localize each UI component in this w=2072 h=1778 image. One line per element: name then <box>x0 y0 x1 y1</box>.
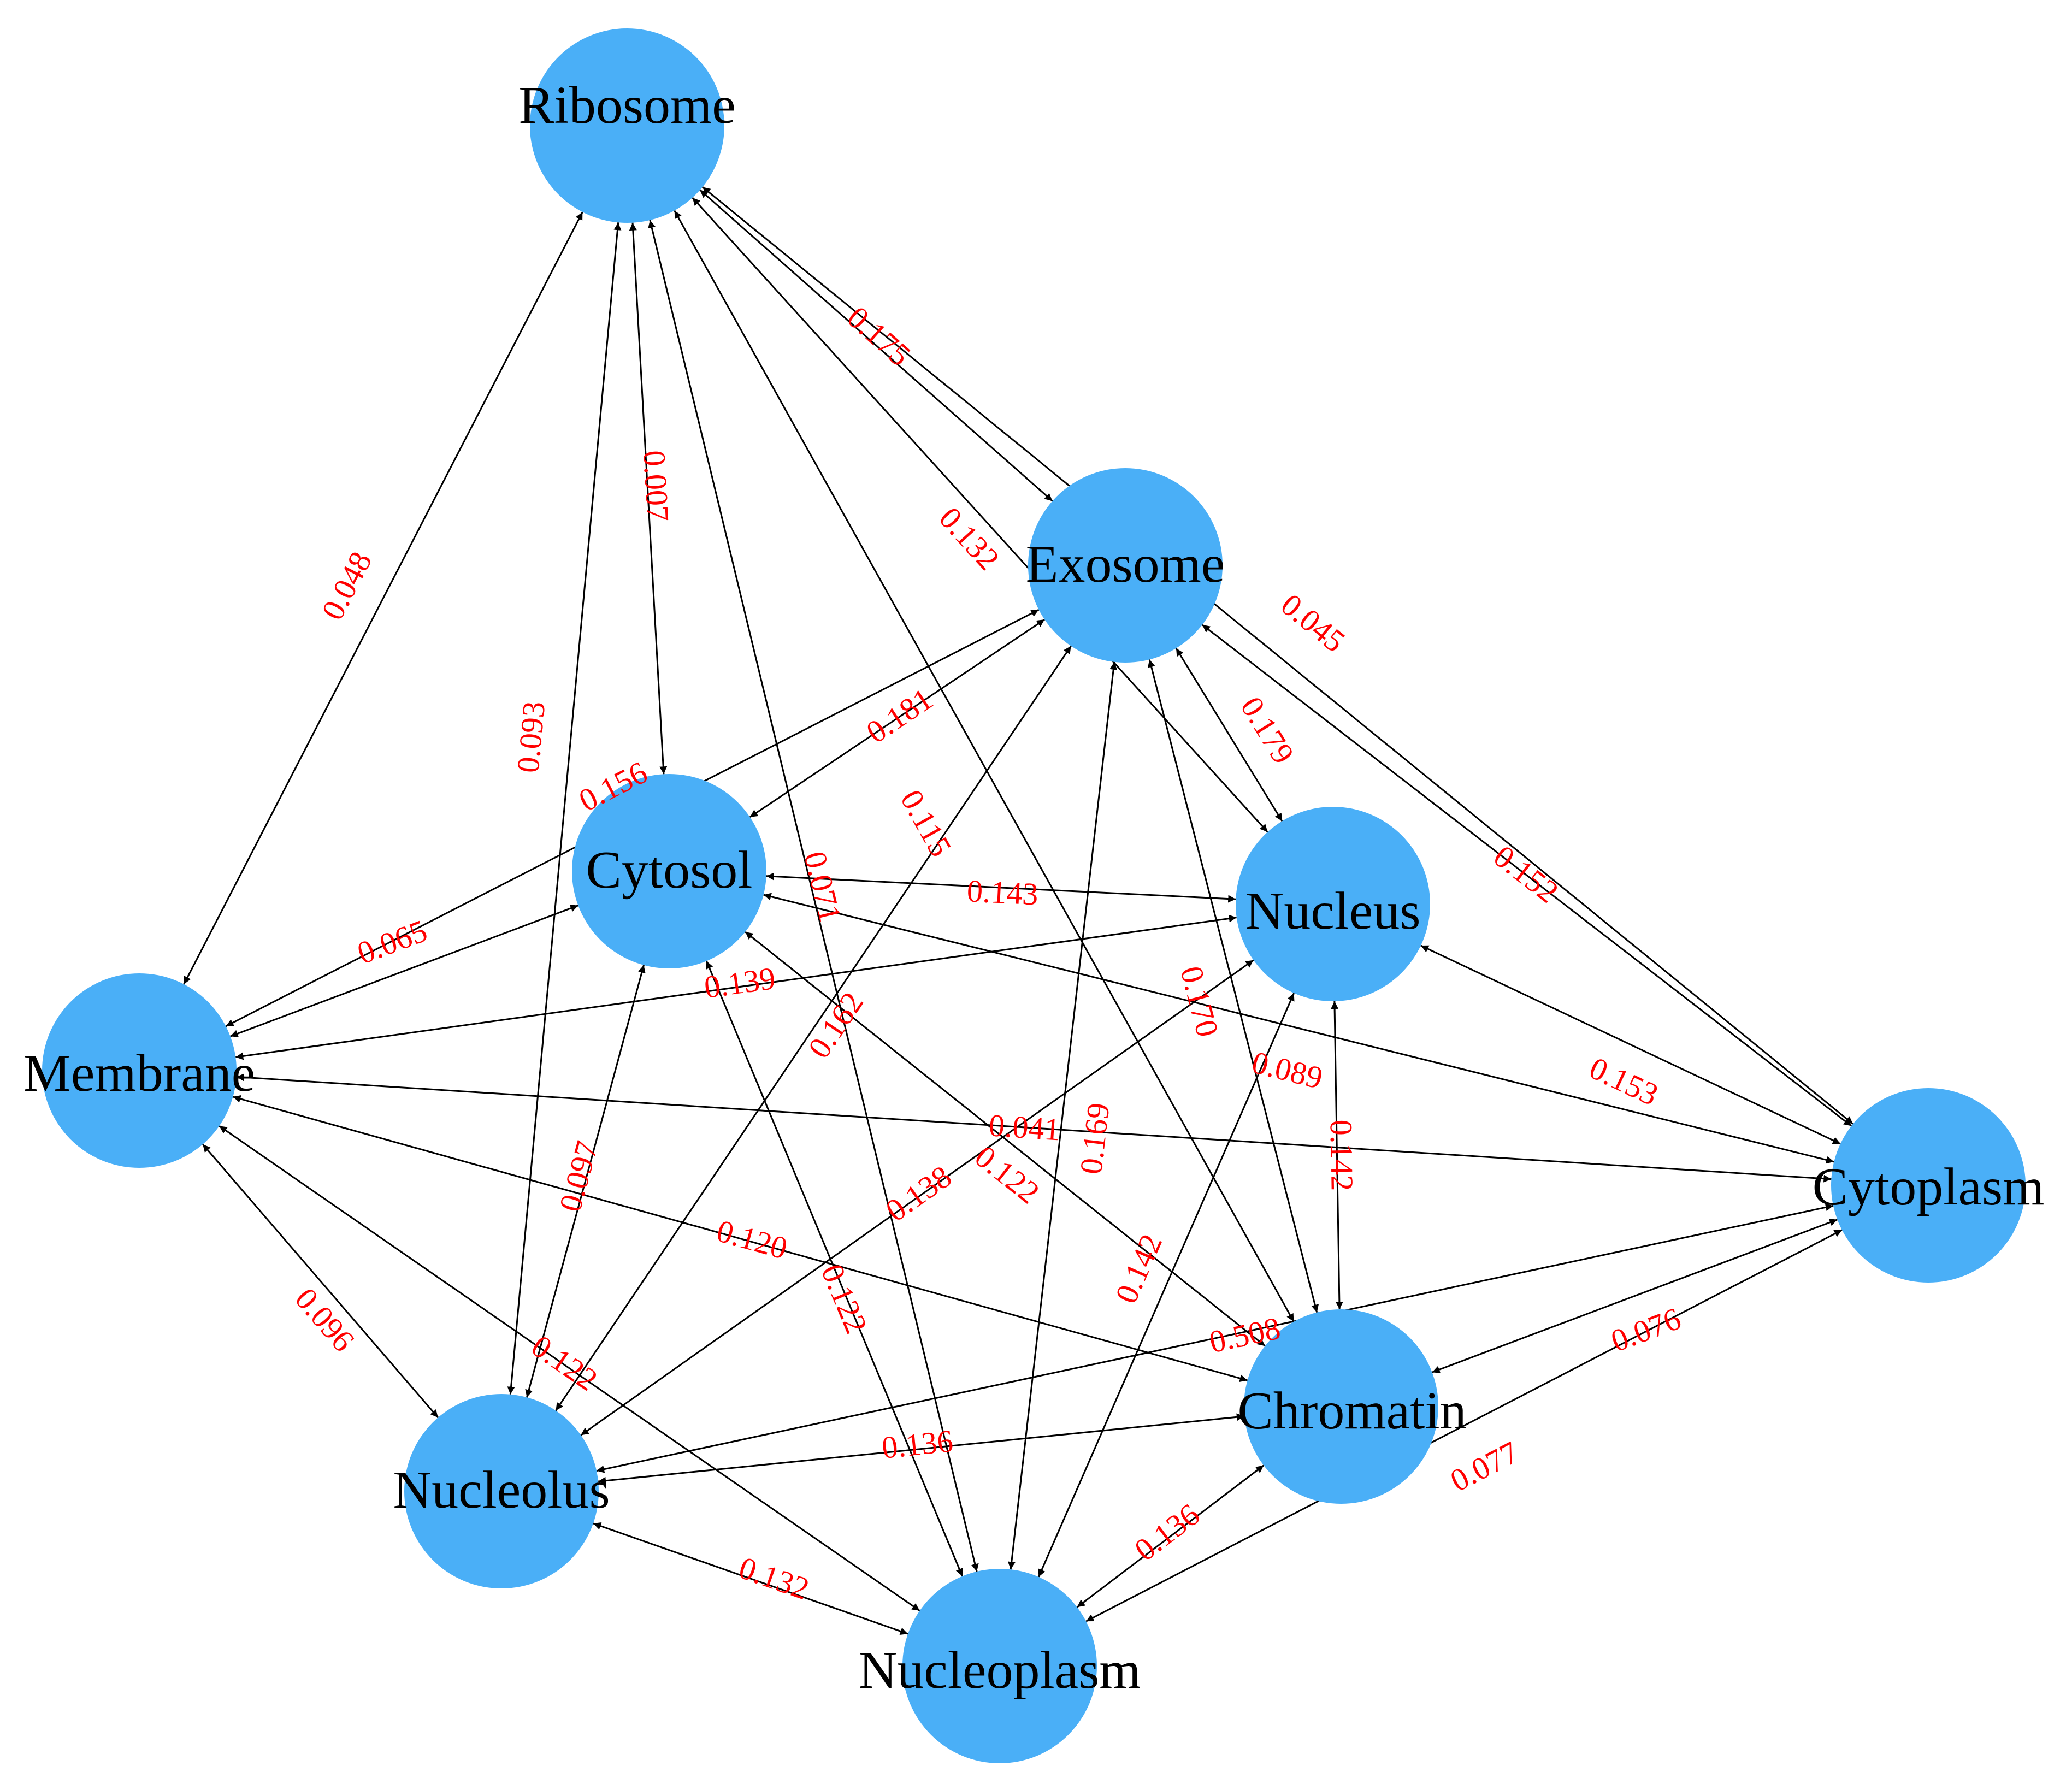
edge-weight-ribosome-membrane: 0.048 <box>315 546 379 625</box>
edge-chromatin-nucleoplasm <box>1076 1464 1265 1608</box>
edge-weight-chromatin-nucleoplasm: 0.136 <box>1128 1497 1206 1568</box>
edge-weight-membrane-nucleus: 0.139 <box>702 960 777 1005</box>
edge-weight-ribosome-nucleoplasm: 0.071 <box>797 848 848 925</box>
node-nucleolus <box>404 1394 599 1588</box>
node-label-cytosol: Cytosol <box>586 841 753 900</box>
edges-layer <box>183 186 1853 1635</box>
edge-weight-membrane-chromatin: 0.120 <box>713 1213 791 1266</box>
edge-weight-cytosol-nucleus: 0.143 <box>966 873 1040 912</box>
node-labels-layer: RibosomeExosomeCytosolNucleusMembraneCyt… <box>23 76 2045 1700</box>
edge-weight-cytosol-nucleoplasm: 0.122 <box>814 1259 875 1338</box>
edge-weight-ribosome-nucleus: 0.132 <box>932 500 1007 577</box>
edge-weight-ribosome-chromatin: 0.115 <box>894 784 959 863</box>
edge-weight-cytosol-nucleolus: 0.097 <box>552 1137 605 1215</box>
node-label-chromatin: Chromatin <box>1237 1381 1466 1440</box>
edge-nucleus-nucleoplasm <box>1037 993 1295 1578</box>
node-cytoplasm <box>1831 1088 2026 1283</box>
node-label-nucleolus: Nucleolus <box>393 1461 610 1520</box>
edge-chromatin-nucleolus <box>598 1413 1245 1485</box>
edge-weight-exosome-chromatin: 0.170 <box>1173 962 1225 1041</box>
node-label-cytoplasm: Cytoplasm <box>1813 1157 2045 1216</box>
edge-weight-ribosome-nucleolus: 0.093 <box>510 700 552 774</box>
node-label-nucleus: Nucleus <box>1245 882 1420 941</box>
edge-weight-ribosome-cytoplasm: 0.045 <box>1274 587 1352 659</box>
edge-weight-cytosol-membrane: 0.065 <box>352 913 432 971</box>
edge-weight-membrane-nucleolus: 0.096 <box>288 1281 362 1358</box>
node-label-nucleoplasm: Nucleoplasm <box>858 1641 1141 1700</box>
node-ribosome <box>530 28 724 223</box>
node-chromatin <box>1244 1309 1438 1504</box>
edge-weight-nucleolus-nucleoplasm: 0.132 <box>735 1550 814 1606</box>
edge-weight-cytosol-chromatin: 0.122 <box>969 1138 1047 1210</box>
node-nucleus <box>1236 807 1430 1001</box>
edge-membrane-nucleolus <box>202 1143 439 1419</box>
node-label-ribosome: Ribosome <box>518 76 735 135</box>
node-membrane <box>42 973 237 1168</box>
edge-nucleolus-nucleoplasm <box>593 1522 908 1635</box>
edge-weight-membrane-nucleoplasm: 0.122 <box>525 1328 604 1398</box>
edge-weight-membrane-cytoplasm: 0.041 <box>988 1107 1061 1147</box>
edge-weight-nucleus-chromatin: 0.142 <box>1324 1119 1360 1191</box>
edge-nucleus-cytoplasm <box>1420 944 1841 1145</box>
edge-weight-nucleus-nucleoplasm: 0.142 <box>1108 1229 1169 1309</box>
edge-weight-exosome-cytoplasm: 0.152 <box>1487 838 1565 909</box>
edge-weight-chromatin-nucleolus: 0.136 <box>880 1423 954 1466</box>
edge-weight-exosome-nucleolus: 0.162 <box>801 985 870 1065</box>
edge-weight-ribosome-cytosol: 0.007 <box>636 450 676 523</box>
edge-weight-cytoplasm-chromatin: 0.076 <box>1606 1301 1685 1359</box>
edge-weight-ribosome-exosome: 0.175 <box>841 299 918 373</box>
edge-weight-exosome-cytosol: 0.181 <box>860 681 939 751</box>
nodes-layer <box>42 28 2026 1763</box>
node-label-exosome: Exosome <box>1026 535 1225 594</box>
node-cytosol <box>572 774 766 968</box>
node-label-membrane: Membrane <box>23 1044 256 1103</box>
node-nucleoplasm <box>902 1569 1097 1763</box>
edge-ribosome-membrane <box>183 211 583 985</box>
edge-weight-exosome-nucleoplasm: 0.169 <box>1073 1101 1116 1176</box>
edge-weight-cytoplasm-nucleoplasm: 0.077 <box>1444 1434 1524 1499</box>
node-exosome <box>1028 468 1223 663</box>
